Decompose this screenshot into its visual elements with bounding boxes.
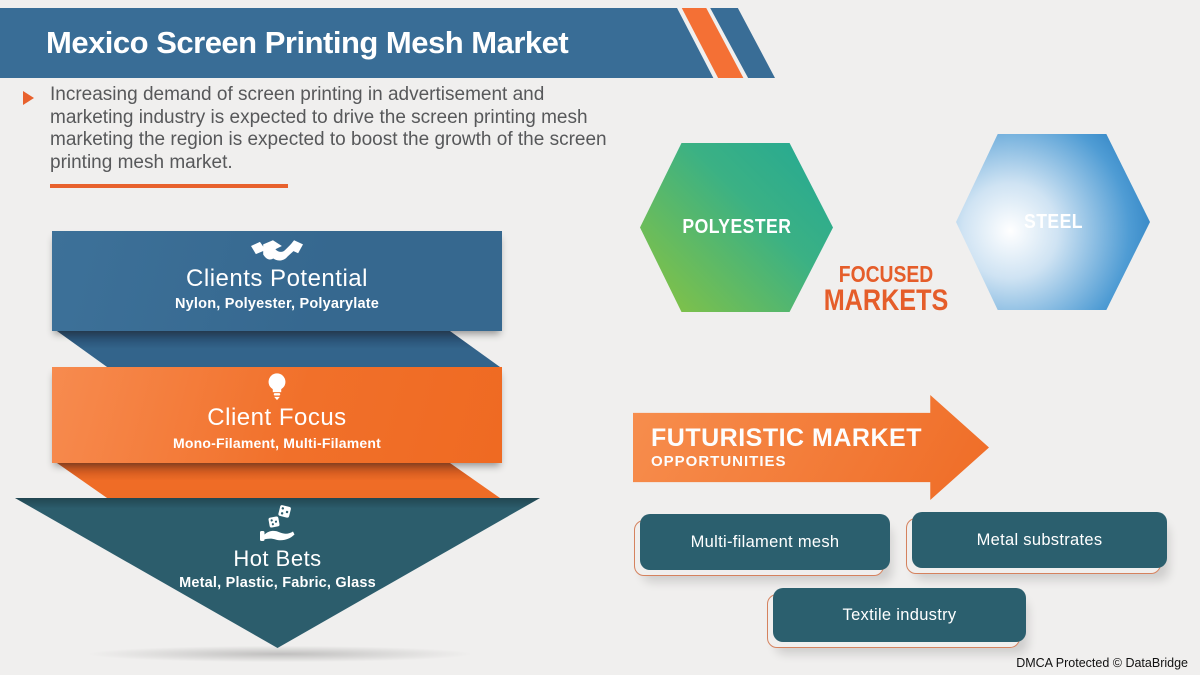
focused-markets-label: FOCUSED MARKETS <box>810 262 961 316</box>
arrow-subtitle: OPPORTUNITIES <box>651 452 787 470</box>
funnel-fold-orange <box>57 463 500 498</box>
funnel-layer-clients-potential: Clients Potential Nylon, Polyester, Poly… <box>52 231 502 331</box>
funnel-title: Clients Potential <box>186 265 368 292</box>
funnel-subtitle: Nylon, Polyester, Polyarylate <box>174 296 380 312</box>
hexagon-label: STEEL <box>1023 210 1083 233</box>
hexagon-label: POLYESTER <box>682 216 791 238</box>
header-banner: Mexico Screen Printing Mesh Market <box>0 8 790 78</box>
opportunity-box-multi-filament: Multi-filament mesh <box>634 514 890 576</box>
funnel-subtitle: Metal, Plastic, Fabric, Glass <box>179 575 376 591</box>
dmca-footer: DMCA Protected © DataBridge <box>1016 656 1188 670</box>
opportunity-box-metal-substrates: Metal substrates <box>906 512 1167 574</box>
lightbulb-icon <box>268 373 286 401</box>
intro-underline <box>50 184 288 188</box>
funnel-title: Client Focus <box>207 404 347 431</box>
funnel-ground-shadow <box>70 645 490 663</box>
focused-line1: FOCUSED <box>838 261 934 287</box>
box-label: Multi-filament mesh <box>640 514 890 570</box>
focused-line2: MARKETS <box>823 284 949 317</box>
funnel-layer-client-focus: Client Focus Mono-Filament, Multi-Filame… <box>52 367 502 463</box>
banner-shape <box>0 8 714 78</box>
intro-paragraph: Increasing demand of screen printing in … <box>50 84 607 173</box>
funnel-title: Hot Bets <box>233 546 322 571</box>
bullet-arrow-icon <box>23 91 34 105</box>
box-label: Metal substrates <box>912 512 1167 568</box>
hexagon-polyester: POLYESTER <box>640 143 833 312</box>
futuristic-market-arrow: FUTURISTIC MARKET OPPORTUNITIES <box>633 395 989 500</box>
handshake-icon <box>251 240 303 261</box>
opportunity-box-textile-industry: Textile industry <box>767 588 1026 648</box>
box-label: Textile industry <box>773 588 1026 642</box>
arrow-title: FUTURISTIC MARKET <box>651 423 922 452</box>
funnel-fold-blue <box>57 331 500 367</box>
page-title: Mexico Screen Printing Mesh Market <box>46 25 569 60</box>
funnel-subtitle: Mono-Filament, Multi-Filament <box>172 435 381 451</box>
funnel-layer-hot-bets: Hot Bets Metal, Plastic, Fabric, Glass <box>15 498 540 648</box>
hexagon-steel: STEEL <box>956 134 1150 310</box>
dice-hand-icon <box>259 505 294 541</box>
